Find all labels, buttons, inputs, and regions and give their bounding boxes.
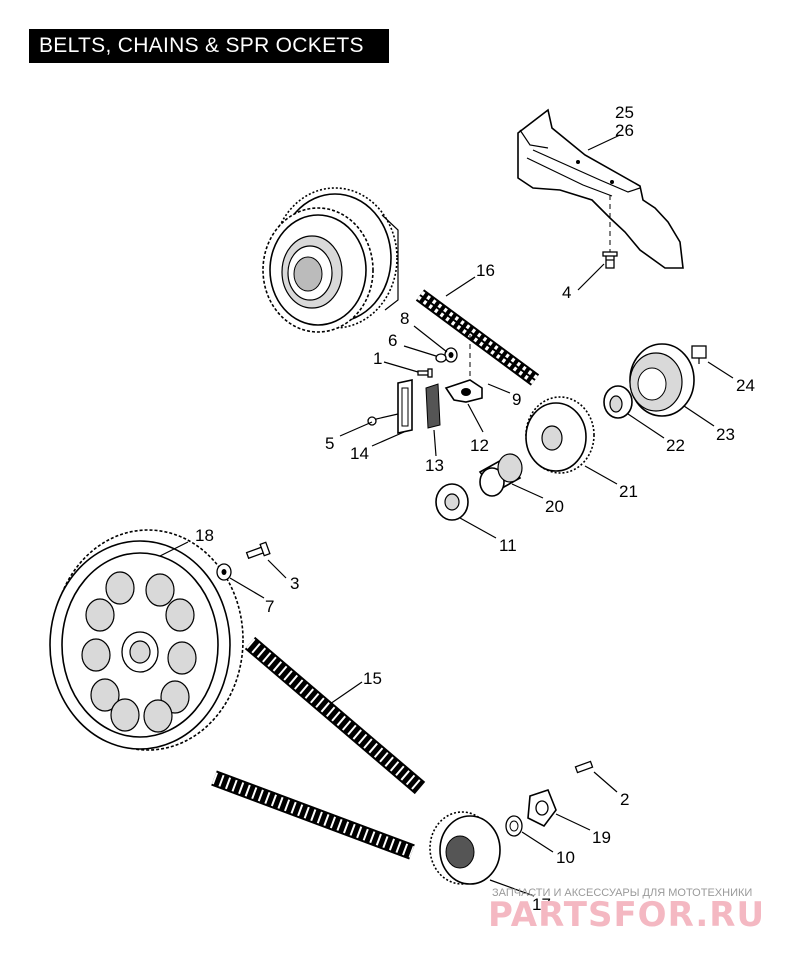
callout-25: 25: [615, 103, 634, 122]
callout-26: 26: [615, 121, 634, 140]
callout-22: 22: [666, 436, 685, 455]
callout-7: 7: [265, 597, 274, 616]
part-rear-pulley: [49, 529, 244, 751]
part-lock-plate-19: [527, 789, 557, 828]
part-washer-7: [216, 563, 232, 581]
callout-18: 18: [195, 526, 214, 545]
part-spacer-22: [603, 385, 633, 419]
callout-17: 17: [532, 895, 551, 914]
part-sprocket-hub: [478, 453, 523, 497]
callout-1: 1: [373, 349, 382, 368]
callout-6: 6: [388, 331, 397, 350]
watermark-brand: PARTSFOR.RU: [488, 895, 765, 935]
callout-5: 5: [325, 434, 334, 453]
part-drive-belt: [211, 636, 426, 860]
callout-3: 3: [290, 574, 299, 593]
callout-20: 20: [545, 497, 564, 516]
part-bolt-24: [691, 345, 707, 364]
page-title: BELTS, CHAINS & SPR OCKETS: [29, 29, 389, 63]
part-transmission-pulley: [429, 811, 501, 885]
part-screw-2: [574, 760, 594, 774]
callout-11: 11: [499, 536, 517, 555]
callout-19: 19: [592, 828, 611, 847]
callout-21: 21: [619, 482, 638, 501]
callout-23: 23: [716, 425, 735, 444]
callout-14: 14: [350, 444, 369, 463]
callout-9: 9: [512, 390, 521, 409]
part-clutch-sprocket: [262, 187, 399, 333]
watermark-subtitle: ЗАПЧАСТИ И АКСЕССУАРЫ ДЛЯ МОТОТЕХНИКИ: [492, 887, 752, 899]
callout-4: 4: [562, 283, 571, 302]
part-sprocket-cover: [517, 108, 684, 269]
callout-15: 15: [363, 669, 382, 688]
part-nut-10: [505, 815, 523, 837]
part-hardware-small: [417, 347, 458, 378]
part-bolt-4: [602, 251, 618, 269]
part-primary-chain: [415, 289, 540, 386]
callout-12: 12: [470, 436, 489, 455]
part-engine-sprocket: [525, 396, 595, 474]
part-washer-11: [435, 483, 469, 521]
callout-24: 24: [736, 376, 755, 395]
callout-10: 10: [556, 848, 575, 867]
callout-13: 13: [425, 456, 444, 475]
callout-8: 8: [400, 309, 409, 328]
part-rotor-23: [629, 343, 695, 417]
callout-2: 2: [620, 790, 629, 809]
callout-16: 16: [476, 261, 495, 280]
part-chain-tensioner: [367, 379, 483, 434]
leader-lines: [159, 134, 734, 897]
part-bolt-3: [245, 541, 271, 560]
